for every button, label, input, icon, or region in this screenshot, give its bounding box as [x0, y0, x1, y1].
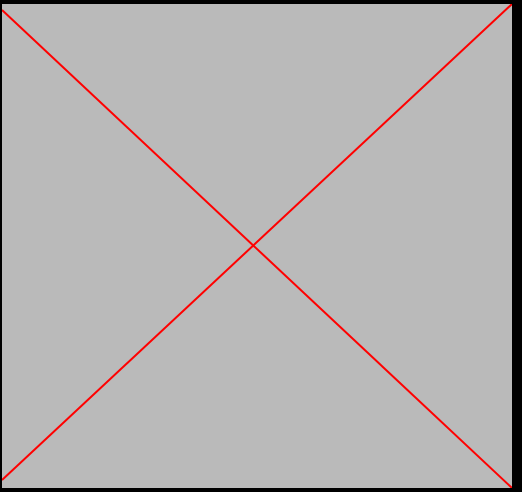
image-placeholder: [2, 4, 512, 488]
cross-line-ascending: [2, 4, 512, 481]
broken-image-cross-icon: [2, 4, 512, 488]
cross-line-descending: [2, 9, 512, 488]
